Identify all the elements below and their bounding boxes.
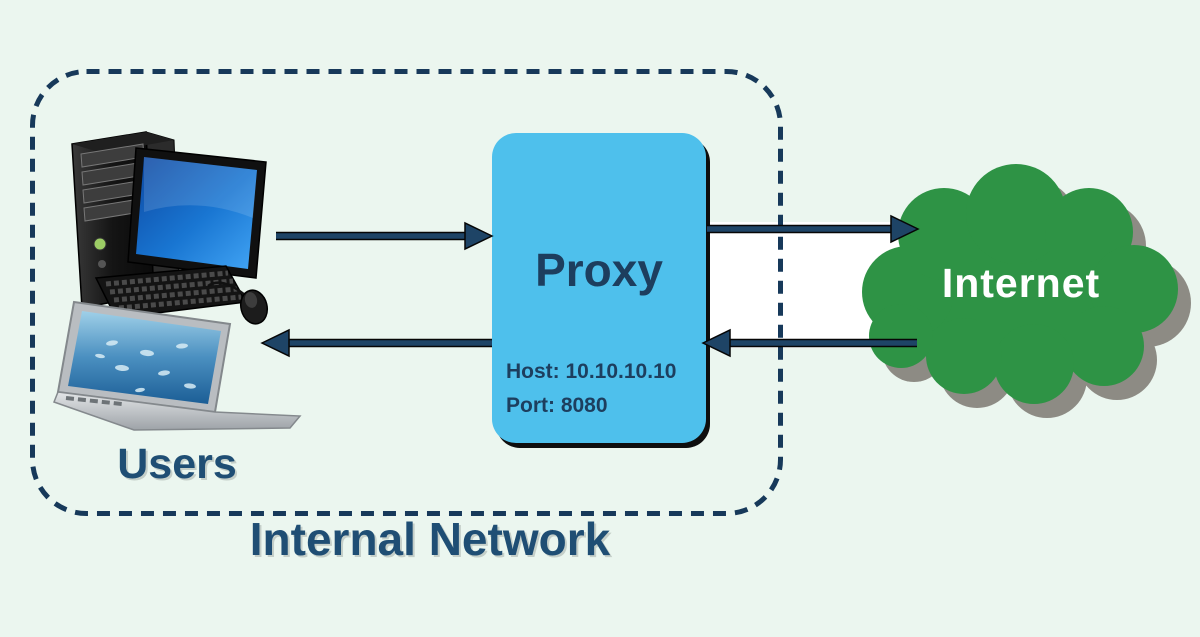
- users-label: Users: [117, 440, 237, 488]
- internal-network-boundary: [30, 69, 783, 516]
- internal-network-label: Internal Network: [249, 513, 611, 565]
- arrow-internet-to-proxy: [701, 328, 917, 358]
- arrow-users-to-proxy: [276, 221, 494, 251]
- proxy-port-text: Port: 8080: [506, 394, 608, 417]
- internet-cloud: [862, 164, 1191, 418]
- arrow-proxy-to-users: [260, 328, 492, 358]
- proxy-host-text: Host: 10.10.10.10: [506, 360, 677, 383]
- cloud-shape: [862, 164, 1178, 404]
- proxy-node: Proxy Host: 10.10.10.10 Port: 8080: [492, 133, 706, 443]
- internet-label: Internet: [941, 260, 1101, 306]
- arrow-proxy-to-internet: [707, 214, 920, 244]
- laptop-icon: [53, 300, 302, 431]
- proxy-title: Proxy: [535, 244, 663, 296]
- desktop-computer-icon: [71, 131, 269, 325]
